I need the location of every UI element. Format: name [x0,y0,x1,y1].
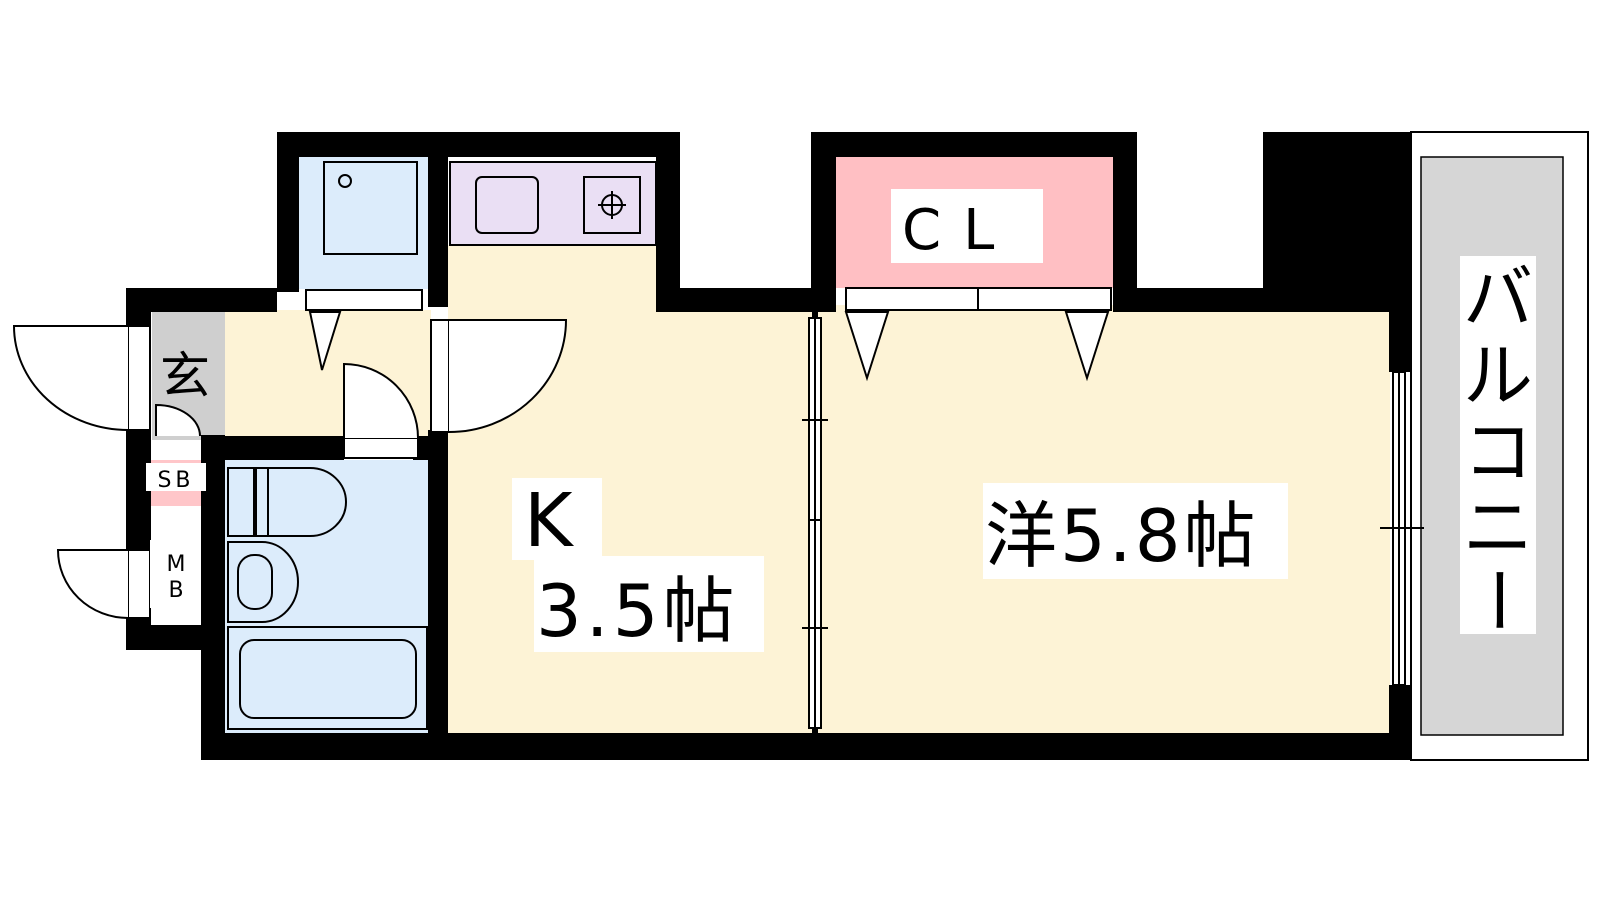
balcony-char-1: バ [1463,257,1533,339]
western-room-label-bg [983,483,1288,579]
washing-machine-icon [323,161,418,255]
walls [126,132,1411,760]
balcony-label-bg [1460,256,1536,634]
meter-box-door [56,549,151,619]
closet-label: CL [902,198,1016,263]
kitchen-counter [449,161,657,246]
entrance-label: 玄 [160,347,210,405]
closet-sliding-doors [845,287,1112,311]
washbasin-icon [227,541,299,623]
kitchen-letter: K [524,478,575,564]
balcony-char-3: コ [1463,411,1533,493]
balcony-window [1380,371,1424,686]
balcony-char-4: ニ [1463,487,1533,569]
toilet-icon [227,467,347,537]
kitchen-size-bg [534,556,764,652]
kitchen-size: 3.5帖 [536,569,739,653]
shoe-box-label: SB [157,468,194,493]
shoebox-door [155,403,201,437]
hall-kitchen-door [430,319,568,433]
washer-area-door [305,289,423,371]
kitchen-label-bg [512,478,602,560]
meter-box [150,540,200,608]
western-room-label: 洋5.8帖 [985,494,1259,578]
closet-door-arrows [844,311,1110,382]
bathtub-icon [227,626,428,730]
sink-icon [475,176,539,234]
bath-door [343,362,419,459]
meter-box-label-b: B [168,578,183,603]
meter-box-label-m: M [167,552,186,577]
kitchen-floor [448,245,812,733]
room-sliding-doors [802,317,828,729]
balcony-char-2: ル [1463,335,1533,417]
shoe-box-label-bg [146,463,206,491]
balcony-char-5: ー [1456,565,1538,635]
closet-label-bg [891,189,1043,263]
entrance-door [12,325,151,431]
